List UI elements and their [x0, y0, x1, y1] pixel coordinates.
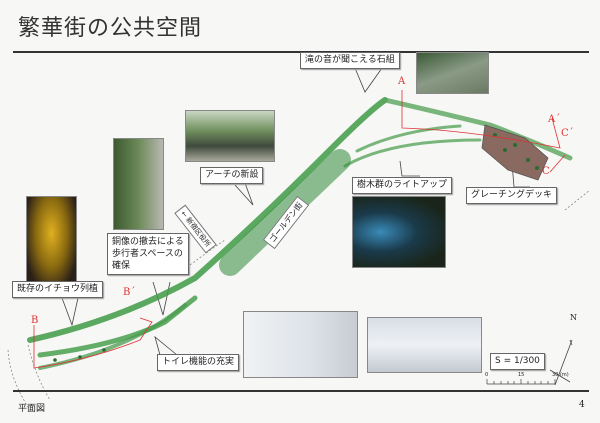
scale-tick-0: 0: [485, 372, 489, 378]
page-number: 4: [579, 400, 585, 410]
leader-toilet: [154, 335, 178, 356]
section-mark-b: B: [31, 315, 39, 326]
photo-ginkgo: [26, 196, 77, 288]
photo-arch: [185, 110, 275, 162]
section-mark-a2: A´: [548, 114, 561, 125]
photo-urinals: [367, 317, 482, 373]
scale-tick-30: 30 (m): [552, 372, 569, 378]
photo-toilet: [243, 311, 358, 378]
photo-stone-garden: [416, 52, 489, 94]
callout-waterfall: 滝の音が聞こえる石組: [300, 52, 400, 69]
bottom-divider: [13, 390, 589, 392]
callout-ginkgo: 既存のイチョウ列植: [12, 281, 104, 298]
callout-lightup: 樹木群のライトアップ: [352, 177, 453, 194]
callout-grating: グレーチングデッキ: [466, 187, 558, 204]
north-arrow-icon: [549, 339, 573, 386]
leader-ginkgo: [61, 297, 79, 327]
section-mark-c: C: [542, 166, 550, 177]
section-mark-b2: B´: [123, 287, 136, 298]
scale-bar: [486, 379, 556, 385]
grating-deck: [481, 124, 549, 181]
photo-lightup: [352, 196, 446, 268]
section-mark-a: A: [398, 76, 406, 87]
photo-street: [113, 138, 164, 230]
section-mark-c2: C´: [561, 128, 574, 139]
north-label: N: [570, 313, 577, 322]
callout-toilet: トイレ機能の充実: [157, 354, 240, 371]
callout-statue: 銅像の撤去による 歩行者スペースの 確保: [107, 233, 189, 275]
callout-arch: アーチの新設: [200, 167, 264, 184]
leader-waterfall: [354, 67, 383, 93]
leader-lightup: [399, 160, 420, 177]
page-title: 繁華街の公共空間: [18, 16, 203, 41]
leader-arch: [234, 182, 254, 206]
scale-tick-15: 15: [518, 372, 525, 378]
footer-caption: 平面図: [18, 404, 46, 414]
scale-ratio: S = 1/300: [490, 353, 545, 370]
